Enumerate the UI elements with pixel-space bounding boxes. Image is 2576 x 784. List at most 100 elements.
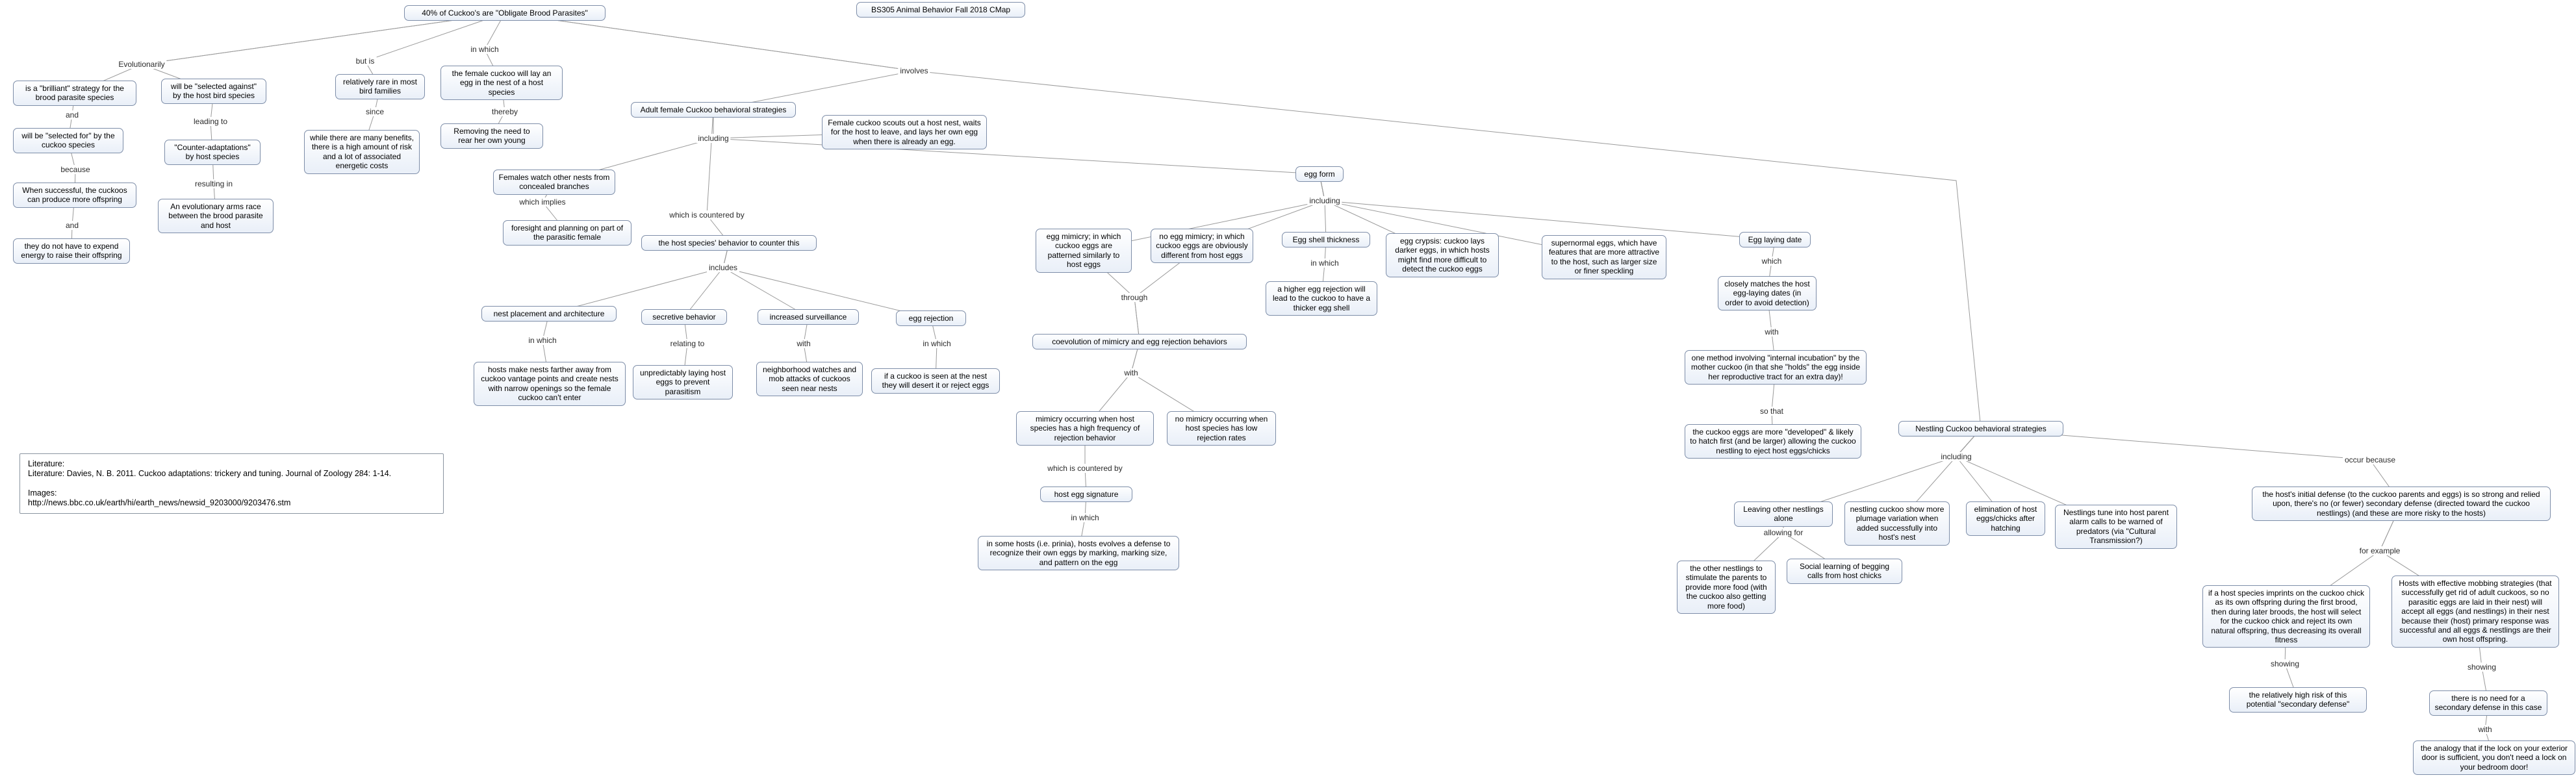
edge-line — [504, 12, 915, 110]
concept-node-lay-egg[interactable]: the female cuckoo will lay an egg in the… — [440, 66, 563, 101]
linking-phrase-which-2[interactable]: which — [1759, 257, 1784, 266]
concept-node-no-mimicry-low[interactable]: no mimicry occurring when host species h… — [1167, 411, 1276, 446]
linking-phrase-in-which-5[interactable]: in which — [1308, 259, 1341, 268]
concept-node-nest-placement[interactable]: nest placement and architecture — [481, 306, 617, 322]
concept-node-neighborhood[interactable]: neighborhood watches and mob attacks of … — [756, 362, 863, 397]
concept-node-initial-defense[interactable]: the host's initial defense (to the cucko… — [2252, 487, 2551, 522]
concept-node-nests-far[interactable]: hosts make nests farther away from cucko… — [474, 362, 626, 406]
concept-node-mimicry-high[interactable]: mimicry occurring when host species has … — [1016, 411, 1154, 446]
linking-phrase-since[interactable]: since — [363, 107, 387, 116]
concept-node-brilliant[interactable]: is a "brilliant" strategy for the brood … — [13, 81, 136, 106]
linking-phrase-leading-to[interactable]: leading to — [191, 117, 230, 126]
edge-line — [722, 242, 932, 319]
concept-node-unpredictable[interactable]: unpredictably laying host eggs to preven… — [633, 365, 733, 400]
concept-node-selected-against[interactable]: will be "selected against" by the host b… — [161, 79, 266, 104]
concept-node-egg-signature[interactable]: host egg signature — [1040, 487, 1132, 503]
concept-node-elimination[interactable]: elimination of host eggs/chicks after ha… — [1966, 501, 2045, 537]
concept-node-successful[interactable]: When successful, the cuckoos can produce… — [13, 183, 136, 208]
concept-node-no-energy[interactable]: they do not have to expend energy to rai… — [13, 238, 130, 264]
linking-phrase-includes[interactable]: includes — [706, 263, 740, 272]
linking-phrase-which-implies[interactable]: which implies — [517, 197, 568, 207]
edge-line — [1319, 173, 1327, 240]
concept-node-desert[interactable]: if a cuckoo is seen at the nest they wil… — [871, 368, 1000, 394]
linking-phrase-with-2[interactable]: with — [1122, 368, 1140, 377]
edge-line — [548, 242, 730, 314]
concept-node-laying-date[interactable]: Egg laying date — [1739, 232, 1811, 248]
linking-phrase-showing-1[interactable]: showing — [2268, 659, 2302, 668]
linking-phrase-for-example[interactable]: for example — [2357, 546, 2403, 555]
concept-node-prinia[interactable]: in some hosts (i.e. prinia), hosts evolv… — [978, 536, 1179, 571]
linking-phrase-in-which-4[interactable]: in which — [1069, 513, 1101, 522]
concept-node-crypsis[interactable]: egg crypsis: cuckoo lays darker eggs, in… — [1386, 233, 1499, 277]
concept-node-matches-date[interactable]: closely matches the host egg-laying date… — [1718, 276, 1817, 311]
linking-phrase-so-that[interactable]: so that — [1757, 407, 1786, 416]
concept-node-risk[interactable]: while there are many benefits, there is … — [304, 130, 420, 174]
concept-node-shell-thickness[interactable]: Egg shell thickness — [1282, 232, 1370, 248]
concept-node-cmap-title[interactable]: BS305 Animal Behavior Fall 2018 CMap — [856, 2, 1025, 18]
edge-line — [722, 242, 809, 318]
concept-node-arms-race[interactable]: An evolutionary arms race between the br… — [158, 199, 274, 234]
concept-node-nestling-strategies[interactable]: Nestling Cuckoo behavioral strategies — [1898, 421, 2063, 437]
concept-node-watch[interactable]: Females watch other nests from concealed… — [493, 170, 615, 195]
linking-phrase-including-3[interactable]: including — [1939, 452, 1974, 461]
concept-node-selected-for[interactable]: will be "selected for" by the cuckoo spe… — [13, 128, 123, 153]
concept-node-no-need[interactable]: there is no need for a secondary defense… — [2429, 690, 2547, 716]
concept-node-tune-in[interactable]: Nestlings tune into host parent alarm ca… — [2055, 505, 2177, 549]
concept-node-social-learning[interactable]: Social learning of begging calls from ho… — [1787, 559, 1902, 584]
linking-phrase-because[interactable]: because — [58, 165, 92, 174]
concept-node-secretive[interactable]: secretive behavior — [641, 309, 727, 325]
concept-node-rejection[interactable]: egg rejection — [896, 310, 966, 327]
concept-node-no-mimicry[interactable]: no egg mimicry; in which cuckoo eggs are… — [1151, 229, 1253, 264]
linking-phrase-and-1[interactable]: and — [63, 110, 81, 120]
concept-node-imprints[interactable]: if a host species imprints on the cuckoo… — [2202, 585, 2370, 648]
linking-phrase-and-2[interactable]: and — [63, 221, 81, 230]
concept-node-lock-analogy[interactable]: the analogy that if the lock on your ext… — [2413, 740, 2575, 776]
linking-phrase-relating-to[interactable]: relating to — [668, 339, 707, 348]
linking-phrase-which-countered-2[interactable]: which is countered by — [1045, 464, 1125, 473]
linking-phrase-in-which-1[interactable]: in which — [468, 45, 501, 54]
concept-node-egg-mimicry[interactable]: egg mimicry; in which cuckoo eggs are pa… — [1036, 229, 1132, 273]
concept-node-removing[interactable]: Removing the need to rear her own young — [440, 123, 543, 149]
concept-node-developed[interactable]: the cuckoo eggs are more "developed" & l… — [1685, 424, 1861, 459]
concept-node-egg-form[interactable]: egg form — [1295, 166, 1344, 183]
concept-node-scouts[interactable]: Female cuckoo scouts out a host nest, wa… — [822, 115, 987, 150]
linking-phrase-allowing-for[interactable]: allowing for — [1761, 528, 1805, 537]
concept-node-high-risk[interactable]: the relatively high risk of this potenti… — [2229, 687, 2367, 713]
linking-phrase-involves[interactable]: involves — [898, 66, 930, 75]
concept-node-supernormal[interactable]: supernormal eggs, which have features th… — [1542, 235, 1666, 279]
concept-node-leaving-alone[interactable]: Leaving other nestlings alone — [1734, 501, 1833, 527]
linking-phrase-which-countered-1[interactable]: which is countered by — [667, 210, 746, 220]
literature-note[interactable]: Literature: Literature: Davies, N. B. 20… — [19, 453, 444, 514]
linking-phrase-with-4[interactable]: with — [2476, 725, 2494, 734]
linking-phrase-showing-2[interactable]: showing — [2465, 663, 2499, 672]
linking-phrase-resulting-in[interactable]: resulting in — [192, 179, 235, 188]
concept-node-surveillance[interactable]: increased surveillance — [758, 309, 859, 325]
linking-phrase-thereby[interactable]: thereby — [489, 107, 520, 116]
concept-node-rare[interactable]: relatively rare in most bird families — [335, 74, 425, 99]
concept-node-host-counter[interactable]: the host species' behavior to counter th… — [641, 235, 817, 251]
linking-phrase-with-1[interactable]: with — [795, 339, 813, 348]
concept-node-foresight[interactable]: foresight and planning on part of the pa… — [503, 220, 631, 246]
edge-line — [713, 110, 1320, 175]
concept-node-coevolution[interactable]: coevolution of mimicry and egg rejection… — [1032, 334, 1247, 350]
linking-phrase-through[interactable]: through — [1119, 293, 1150, 302]
linking-phrase-in-which-2[interactable]: in which — [526, 336, 559, 345]
linking-phrase-with-3[interactable]: with — [1763, 327, 1781, 336]
concept-node-plumage[interactable]: nestling cuckoo show more plumage variat… — [1844, 501, 1950, 546]
concept-node-counter-adapt[interactable]: "Counter-adaptations" by host species — [164, 140, 261, 165]
concept-node-adult-strategies[interactable]: Adult female Cuckoo behavioral strategie… — [631, 102, 796, 118]
linking-phrase-occur-because[interactable]: occur because — [2342, 455, 2398, 464]
linking-phrase-including-1[interactable]: including — [696, 134, 731, 143]
concept-node-internal-incubation[interactable]: one method involving "internal incubatio… — [1685, 350, 1867, 385]
concept-node-mobbing[interactable]: Hosts with effective mobbing strategies … — [2391, 575, 2559, 648]
linking-phrase-in-which-3[interactable]: in which — [921, 339, 953, 348]
concept-node-thicker-shell[interactable]: a higher egg rejection will lead to the … — [1266, 281, 1377, 316]
concept-node-title1[interactable]: 40% of Cuckoo's are "Obligate Brood Para… — [404, 5, 606, 21]
concept-node-stimulate[interactable]: the other nestlings to stimulate the par… — [1677, 561, 1776, 614]
linking-phrase-including-2[interactable]: including — [1307, 196, 1342, 205]
edge-line — [683, 242, 730, 318]
linking-phrase-evolutionarily[interactable]: Evolutionarily — [116, 60, 167, 69]
linking-phrase-but-is[interactable]: but is — [353, 57, 377, 66]
